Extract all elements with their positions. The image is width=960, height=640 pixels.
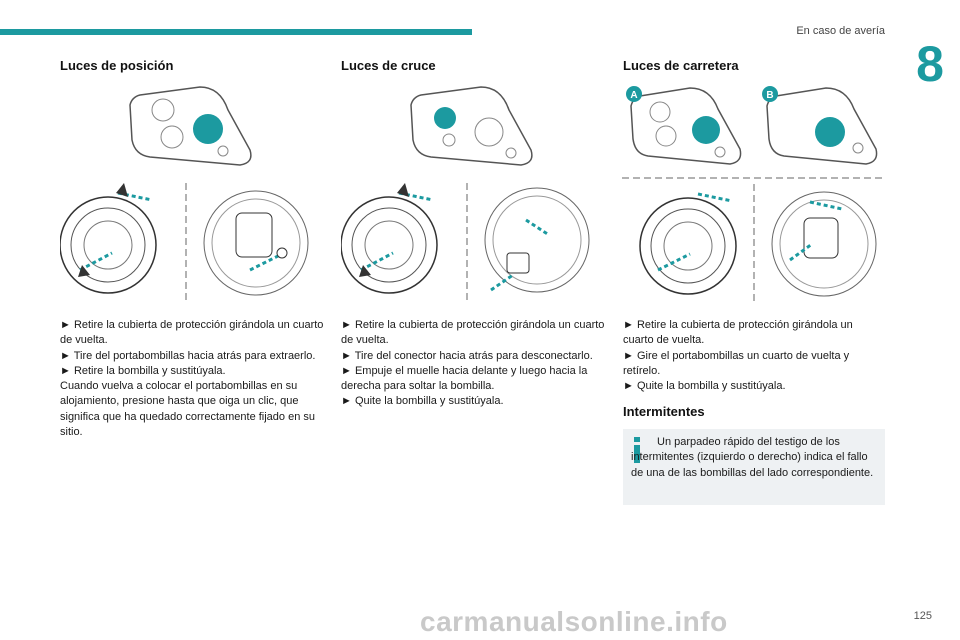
instruction-line: ► Retire la cubierta de protección girán… — [623, 319, 853, 347]
figure-luces-cruce — [341, 86, 590, 303]
info-icon — [634, 437, 640, 463]
headlamp-housing-diagram — [410, 86, 533, 166]
instruction-line: ► Quite la bombilla y sustitúyala. — [623, 380, 786, 393]
page-number: 125 — [913, 610, 932, 622]
section-title-luces-cruce: Luces de cruce — [341, 58, 436, 73]
figure-luces-posicion — [60, 86, 309, 303]
bulb-holder-diagram — [203, 190, 309, 296]
headlamp-housing-diagram-b — [766, 87, 878, 165]
bulb-holder-diagram — [771, 191, 877, 297]
info-box: Un parpadeo rápido del testigo de los in… — [623, 429, 885, 505]
figure-luces-carretera: A B — [622, 86, 884, 304]
chapter-title: En caso de avería — [796, 25, 885, 37]
section-title-intermitentes: Intermitentes — [623, 404, 705, 419]
section-title-luces-carretera: Luces de carretera — [623, 58, 739, 73]
instructions-luces-cruce: ► Retire la cubierta de protección girán… — [341, 318, 616, 410]
instruction-line: ► Empuje el muelle hacia delante y luego… — [341, 364, 588, 393]
figure-label-b-text: B — [766, 90, 773, 101]
instruction-line: ► Gire el portabombillas un cuarto de vu… — [623, 349, 850, 377]
instruction-line: ► Retire la bombilla y sustitúyala. — [60, 364, 226, 377]
connector-diagram — [484, 187, 590, 293]
header-accent-bar — [0, 29, 472, 35]
instructions-luces-posicion: ► Retire la cubierta de protección girán… — [60, 318, 335, 440]
instruction-line: ► Tire del conector hacia atrás para des… — [341, 349, 593, 362]
chapter-number: 8 — [916, 36, 944, 92]
info-text: Un parpadeo rápido del testigo de los in… — [631, 436, 874, 479]
section-title-luces-posicion: Luces de posición — [60, 58, 174, 73]
protective-cover-diagram — [341, 183, 438, 294]
protective-cover-diagram — [60, 183, 157, 294]
instruction-note: Cuando vuelva a colocar el portabombilla… — [60, 380, 316, 439]
instructions-luces-carretera: ► Retire la cubierta de protección girán… — [623, 318, 885, 394]
instruction-line: ► Quite la bombilla y sustitúyala. — [341, 395, 504, 408]
instruction-line: ► Tire del portabombillas hacia atrás pa… — [60, 349, 316, 362]
figure-label-a: A — [626, 86, 642, 102]
headlamp-housing-diagram — [129, 86, 252, 166]
instruction-line: ► Retire la cubierta de protección girán… — [60, 319, 324, 347]
protective-cover-diagram — [639, 192, 737, 295]
figure-label-a-text: A — [630, 90, 637, 101]
instruction-line: ► Retire la cubierta de protección girán… — [341, 319, 605, 347]
headlamp-housing-diagram-a — [630, 87, 742, 165]
figure-label-b: B — [762, 86, 778, 102]
watermark: carmanualsonline.info — [420, 606, 728, 637]
